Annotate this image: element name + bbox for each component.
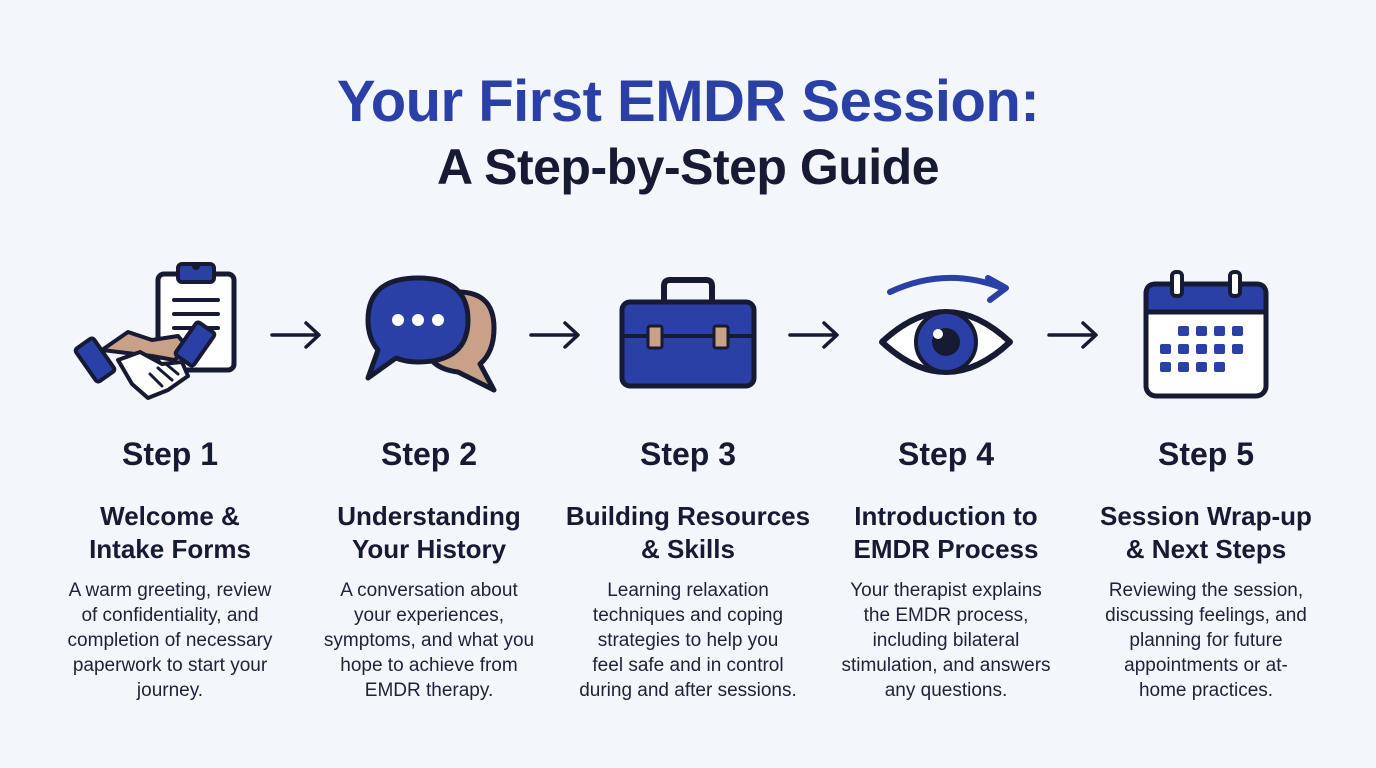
step-3-heading-line: & Skills bbox=[641, 534, 735, 564]
step-2-desc-line: A conversation about bbox=[340, 580, 518, 601]
step-1-heading-line: Welcome & bbox=[100, 501, 240, 531]
page-subtitle: A Step-by-Step Guide bbox=[436, 139, 940, 195]
step-4-desc-line: the EMDR process, bbox=[863, 605, 1029, 626]
calendar-icon bbox=[1143, 270, 1269, 399]
step-5-desc-line: Reviewing the session, bbox=[1108, 580, 1304, 601]
speech-bubbles-icon bbox=[365, 275, 497, 393]
arrow-right-icon bbox=[788, 321, 839, 349]
step-5-desc-line: home practices. bbox=[1138, 680, 1274, 701]
step-3-desc-line: strategies to help you bbox=[597, 630, 779, 651]
step-4-desc-line: any questions. bbox=[884, 680, 1008, 701]
step-1-desc-line: completion of necessary bbox=[67, 630, 273, 651]
step-3-desc-line: Learning relaxation bbox=[607, 580, 769, 601]
step-2-desc-line: symptoms, and what you bbox=[323, 630, 535, 651]
step-1-heading: Welcome & Intake Forms bbox=[40, 500, 300, 566]
step-3-desc-line: feel safe and in control bbox=[592, 655, 784, 676]
step-5-desc-line: planning for future bbox=[1129, 630, 1283, 651]
step-1-heading-line: Intake Forms bbox=[89, 534, 251, 564]
handshake-clipboard-icon bbox=[73, 262, 237, 400]
step-5-heading: Session Wrap-up & Next Steps bbox=[1076, 500, 1336, 566]
step-4-desc-line: Your therapist explains bbox=[850, 580, 1042, 601]
step-2-label: Step 2 bbox=[380, 436, 478, 472]
step-1-label: Step 1 bbox=[121, 436, 219, 472]
step-2-heading-line: Your History bbox=[351, 534, 507, 564]
step-4-label: Step 4 bbox=[897, 436, 995, 472]
step-1-desc-line: A warm greeting, review bbox=[68, 580, 272, 601]
step-1-description: A warm greeting, review of confidentiali… bbox=[45, 578, 295, 703]
step-5-desc-line: appointments or at- bbox=[1124, 655, 1288, 676]
step-5-desc-line: discussing feelings, and bbox=[1105, 605, 1307, 626]
step-2-heading: Understanding Your History bbox=[299, 500, 559, 566]
step-4-heading-line: EMDR Process bbox=[853, 534, 1039, 564]
step-5-heading-line: Session Wrap-up bbox=[1100, 501, 1312, 531]
step-3-desc-line: during and after sessions. bbox=[579, 680, 797, 701]
step-5-label: Step 5 bbox=[1157, 436, 1255, 472]
step-3-desc-line: techniques and coping bbox=[592, 605, 784, 626]
arrow-right-icon bbox=[270, 321, 321, 349]
step-3-description: Learning relaxation techniques and copin… bbox=[558, 578, 818, 703]
step-3-heading: Building Resources & Skills bbox=[548, 500, 828, 566]
page-title: Your First EMDR Session: bbox=[336, 69, 1040, 134]
step-1-desc-line: of confidentiality, and bbox=[81, 605, 259, 626]
step-3-heading-line: Building Resources bbox=[565, 501, 811, 531]
step-2-description: A conversation about your experiences, s… bbox=[304, 578, 554, 703]
step-4-heading-line: Introduction to bbox=[854, 501, 1038, 531]
step-2-heading-line: Understanding bbox=[337, 501, 521, 531]
step-5-heading-line: & Next Steps bbox=[1125, 534, 1287, 564]
arrow-right-icon bbox=[1047, 321, 1098, 349]
step-4-desc-line: including bilateral bbox=[872, 630, 1020, 651]
arrow-right-icon bbox=[529, 321, 580, 349]
step-2-desc-line: EMDR therapy. bbox=[364, 680, 494, 701]
step-1-desc-line: journey. bbox=[136, 680, 204, 701]
step-1-desc-line: paperwork to start your bbox=[72, 655, 268, 676]
step-3-label: Step 3 bbox=[639, 436, 737, 472]
step-4-description: Your therapist explains the EMDR process… bbox=[821, 578, 1071, 703]
step-5-description: Reviewing the session, discussing feelin… bbox=[1081, 578, 1331, 703]
toolbox-icon bbox=[619, 277, 757, 389]
eye-arrow-icon bbox=[879, 274, 1013, 375]
step-4-desc-line: stimulation, and answers bbox=[841, 655, 1051, 676]
step-4-heading: Introduction to EMDR Process bbox=[816, 500, 1076, 566]
step-2-desc-line: your experiences, bbox=[354, 605, 504, 626]
step-2-desc-line: hope to achieve from bbox=[340, 655, 518, 676]
